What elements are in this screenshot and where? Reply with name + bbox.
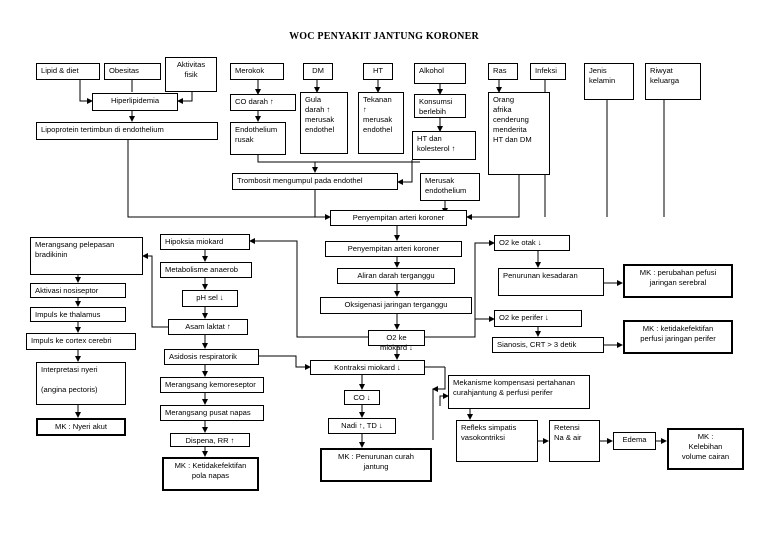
box-sianosis: Sianosis, CRT > 3 detik (492, 337, 604, 353)
box-co-turun: CO ↓ (344, 390, 380, 405)
box-mekanisme-kompensasi: Mekanisme kompensasi pertahanan curahjan… (448, 375, 590, 409)
box-mk-perfusi-serebral: MK : perubahan pefusi jaringan serebral (623, 264, 733, 298)
box-gula-darah: Gula darah ↑ merusak endothel (300, 92, 348, 154)
box-ht: HT (363, 63, 393, 80)
box-aliran-darah: Aliran darah terganggu (337, 268, 455, 284)
box-merangsang-pusat-napas: Merangsang pusat napas (160, 405, 264, 421)
box-trombosit: Trombosit mengumpul pada endothel (232, 173, 398, 190)
box-ht-kolesterol: HT dan kolesterol ↑ (412, 131, 476, 160)
box-nadi-td: Nadi ↑, TD ↓ (328, 418, 396, 434)
box-metabolisme-anaerob: Metabolisme anaerob (160, 262, 252, 278)
box-mk-nyeri-akut: MK : Nyeri akut (36, 418, 126, 436)
box-asam-laktat: Asam laktat ↑ (168, 319, 248, 335)
box-dispena: Dispena, RR ↑ (170, 433, 250, 447)
box-co-darah: CO darah ↑ (230, 94, 296, 111)
box-impuls-thalamus: Impuls ke thalamus (30, 307, 126, 322)
box-hipoksia-miokard: Hipoksia miokard (160, 234, 250, 250)
box-merusak-endothelium: Merusak endothelium (420, 173, 480, 201)
box-dm: DM (303, 63, 333, 80)
box-interpretasi-nyeri: Interpretasi nyeri (angina pectoris) (36, 362, 126, 405)
box-merangsang-kemoreseptor: Merangsang kemoreseptor (160, 377, 264, 393)
box-mk-pola-napas: MK : Ketidakefektifan pola napas (162, 457, 259, 491)
box-merokok: Merokok (230, 63, 284, 80)
box-jenis-kelamin: Jenis kelamin (584, 63, 634, 100)
box-penyempitan-arteri-2: Penyempitan arteri koroner (325, 241, 462, 257)
box-impuls-cortex: Impuls ke cortex cerebri (26, 333, 136, 350)
box-endothelium-rusak: Endothelium rusak (230, 122, 286, 155)
box-o2-otak: O2 ke otak ↓ (494, 235, 570, 251)
box-orang-afrika: Orang afrika cenderung menderita HT dan … (488, 92, 550, 175)
box-aktivasi-nosiseptor: Aktivasi nosiseptor (30, 283, 126, 298)
box-refleks-simpatis: Refleks simpatis vasokontriksi (456, 420, 538, 462)
box-konsumsi-berlebih: Konsumsi berlebih (414, 94, 466, 118)
box-alkohol: Alkohol (414, 63, 466, 84)
box-mk-kelebihan-volume-cairan: MK : Kelebihan volume cairan (667, 428, 744, 470)
box-penurunan-kesadaran: Penurunan kesadaran (498, 268, 604, 296)
box-lipoprotein: Lipoprotein tertimbun di endothelium (36, 122, 218, 140)
diagram-title: WOC PENYAKIT JANTUNG KORONER (289, 31, 479, 42)
box-o2-miokard: O2 ke miokard ↓ (368, 330, 425, 352)
box-retensi-na-air: Retensi Na & air (549, 420, 600, 462)
box-o2-perifer: O2 ke perifer ↓ (494, 310, 582, 327)
box-mk-penurunan-curah-jantung: MK : Penurunan curah jantung (320, 448, 432, 482)
box-tekanan: Tekanan ↑ merusak endothel (358, 92, 404, 154)
box-lipid-diet: Lipid & diet (36, 63, 100, 80)
box-ph-sel: pH sel ↓ (182, 290, 238, 307)
box-kontraksi-miokard: Kontraksi miokard ↓ (310, 360, 425, 375)
box-infeksi: Infeksi (530, 63, 566, 80)
box-ras: Ras (488, 63, 518, 80)
box-oksigenasi: Oksigenasi jaringan terganggu (320, 297, 472, 314)
box-bradikinin: Merangsang pelepasan bradikinin (30, 237, 143, 275)
box-penyempitan-arteri-1: Penyempitan arteri koroner (330, 210, 467, 226)
box-edema: Edema (613, 432, 656, 450)
box-mk-perfusi-perifer: MK : ketidakefektifan perfusi jaringan p… (623, 320, 733, 354)
box-asidosis-respiratorik: Asidosis respiratorik (164, 349, 259, 365)
box-aktivitas-fisik: Aktivitas fisik (165, 57, 217, 92)
box-hiperlipidemia: Hiperlipidemia (92, 93, 178, 111)
box-riwayat-keluarga: Riwyat keluarga (645, 63, 701, 100)
box-obesitas: Obesitas (104, 63, 161, 80)
